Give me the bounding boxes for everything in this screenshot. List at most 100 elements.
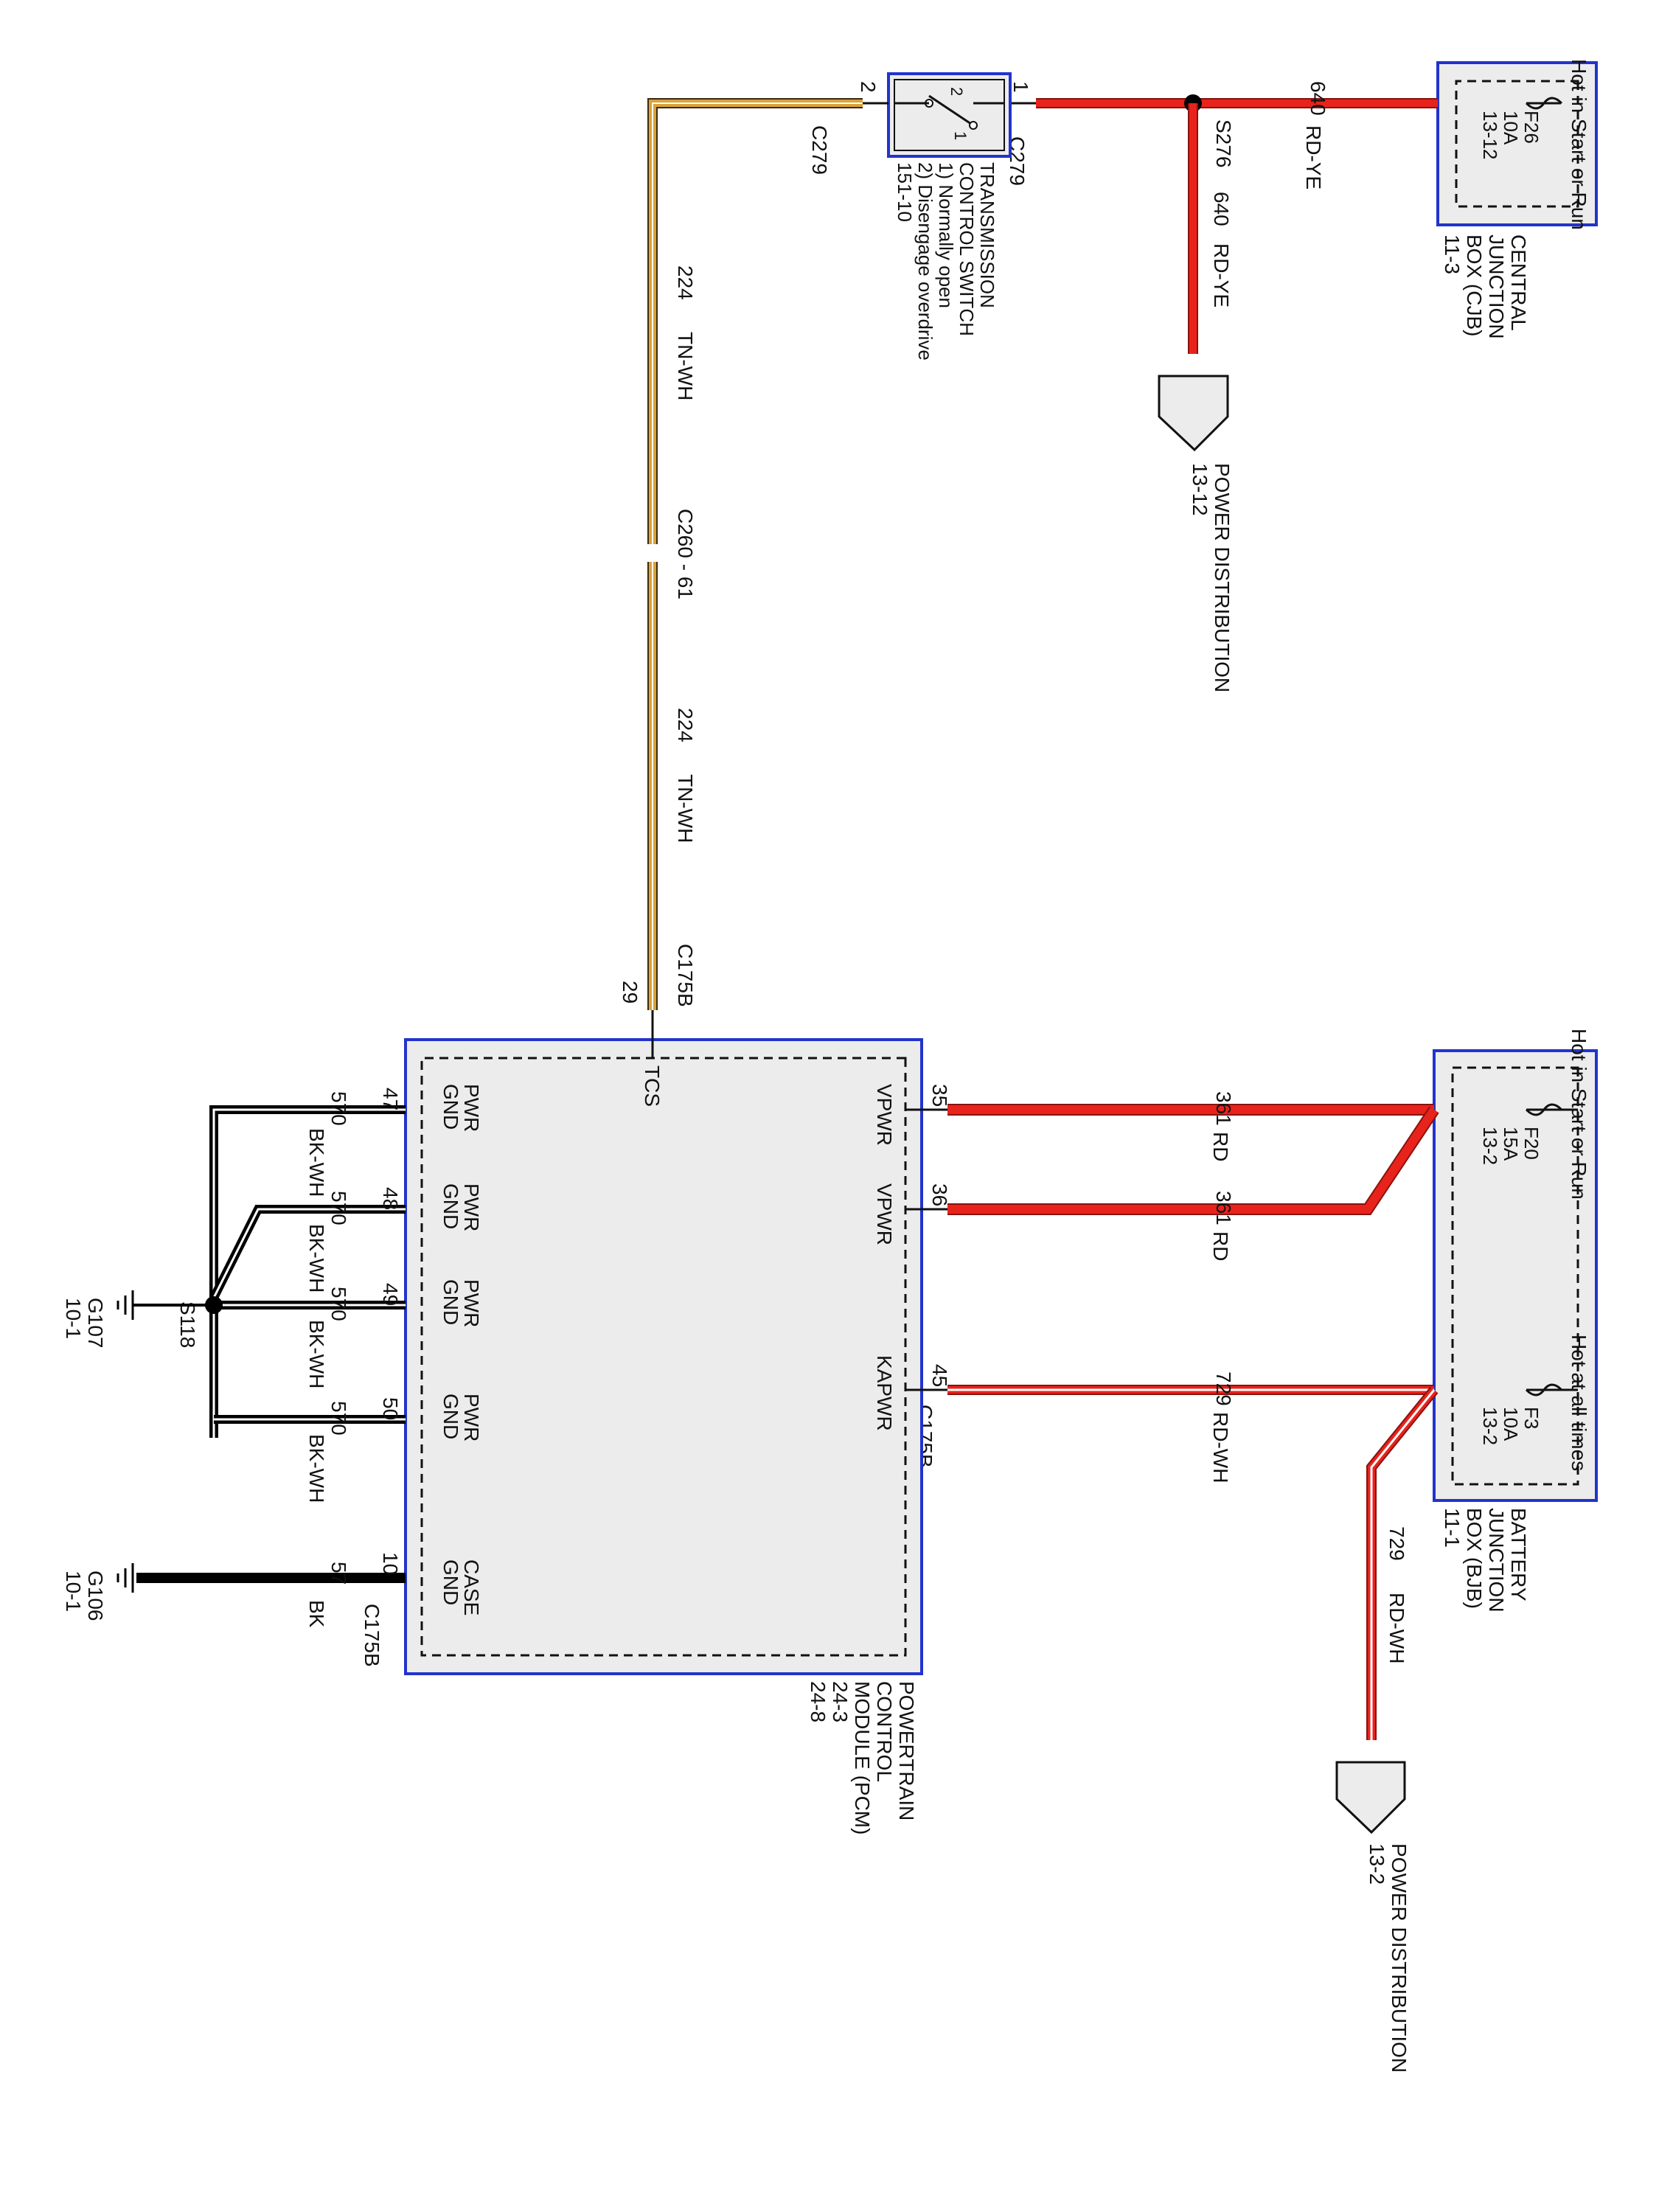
pcm-pin-29-name: TCS <box>641 1065 664 1107</box>
trans-switch-label-1: TRANSMISSION <box>976 162 998 308</box>
c175b-bottom-label: C175B <box>361 1604 383 1667</box>
wire-640-top-color: RD-YE <box>1302 125 1325 189</box>
bjb-inner-dashed <box>1451 1066 1579 1486</box>
trans-switch-label-2: CONTROL SWITCH <box>956 162 978 336</box>
bjb-label-2: JUNCTION <box>1485 1508 1508 1613</box>
wire-640-top: 640 RD-YE <box>1036 81 1438 189</box>
cjb-fuse-id: F26 <box>1520 111 1543 144</box>
bjb-f3-id: F3 <box>1520 1407 1543 1429</box>
pcm-module: TCS VPWR VPWR KAPWR PWR GND PWR GND PWR … <box>404 1010 947 1834</box>
bjb-f20-ref: 13-2 <box>1479 1127 1501 1165</box>
pcm-pin-35-num: 35 <box>928 1084 951 1107</box>
wire-224-upper-circuit: 224 <box>674 265 697 300</box>
pcm-pin-48-num: 48 <box>379 1187 402 1210</box>
wire-729-main: 729 RD-WH <box>947 1371 1434 1483</box>
trans-switch-label-4: 2) Disengage overdrive <box>914 162 936 361</box>
bjb-f20-amps: 15A <box>1500 1127 1522 1161</box>
wire-224: 224 TN-WH 224 TN-WH <box>647 98 863 1010</box>
pcm-label-5: 24-8 <box>807 1681 830 1722</box>
cjb-power-note: Hot in Start or Run <box>1568 59 1590 230</box>
wire-361-b-circuit: 361 <box>1212 1191 1235 1225</box>
power-distribution-bottom-arrow <box>1335 1761 1406 1834</box>
pcm-pin-49-name-1: PWR <box>460 1279 483 1327</box>
cjb-label-2: JUNCTION <box>1485 234 1508 339</box>
cjb-fuse-amps: 10A <box>1500 111 1522 145</box>
pcm-inner-dashed <box>420 1057 907 1657</box>
c279-left-label: C279 <box>808 125 831 175</box>
wire-729-main-color: RD-WH <box>1209 1412 1232 1483</box>
pcm-label-3: MODULE (PCM) <box>851 1681 874 1834</box>
trans-switch-inner <box>894 79 1005 151</box>
g106-id: G106 <box>84 1571 107 1621</box>
cjb-inner-dashed <box>1455 80 1579 208</box>
c279-pin2-num: 2 <box>857 81 880 93</box>
cjb-label-1: CENTRAL <box>1507 234 1530 331</box>
cjb-group: Hot in Start or Run F26 10A 13-12 CENTRA… <box>1436 59 1598 339</box>
wire-361-a-color: RD <box>1209 1132 1232 1161</box>
wire-640-branch-color: RD-YE <box>1210 243 1233 307</box>
wire-729-branch-outline <box>1366 1386 1439 1740</box>
g107-id: G107 <box>84 1298 107 1349</box>
wire-57-circuit: 57 <box>327 1562 350 1585</box>
cjb-fuse-symbol <box>1525 97 1563 110</box>
wire-729-branch-circuit: 729 <box>1385 1526 1408 1561</box>
wire-729-main-circuit: 729 <box>1212 1371 1235 1406</box>
bjb-power-note-all-times: Hot at all times <box>1568 1335 1590 1471</box>
g107-ref: 10-1 <box>62 1298 85 1339</box>
wire-361-b: 361 RD <box>947 1106 1439 1261</box>
wire-361-a-circuit: 361 <box>1212 1091 1235 1126</box>
power-distribution-bottom: POWER DISTRIBUTION 13-2 <box>1335 1761 1411 2073</box>
trans-switch-pin-1: 1 <box>951 131 970 140</box>
pcm-pin-36-num: 36 <box>928 1183 951 1206</box>
splice-s276-label: S276 <box>1212 119 1235 167</box>
pcm-pin-45-num: 45 <box>928 1364 951 1387</box>
pcm-pin-50-name-1: PWR <box>460 1394 483 1441</box>
wire-570-pin49-circuit: 570 <box>327 1287 350 1321</box>
c279-pin1-num: 1 <box>1009 81 1032 93</box>
cjb-fuse-ref: 13-12 <box>1479 111 1501 160</box>
bjb-box <box>1433 1049 1598 1502</box>
bjb-group: Hot in Start or Run Hot at all times F20… <box>1433 1029 1598 1613</box>
pcm-pin-10-name-2: GND <box>439 1559 462 1605</box>
power-distribution-top: POWER DISTRIBUTION 13-12 <box>1158 375 1234 692</box>
g106-ref: 10-1 <box>62 1571 85 1612</box>
wire-570-pin50-circuit: 570 <box>327 1401 350 1436</box>
bjb-power-note-start-run: Hot in Start or Run <box>1568 1029 1590 1200</box>
wire-570-pin49-color: BK-WH <box>305 1320 328 1388</box>
pcm-pin-10-name-1: CASE <box>460 1559 483 1615</box>
pcm-pin-48-name-1: PWR <box>460 1183 483 1231</box>
pcm-box <box>404 1038 923 1675</box>
trans-switch-pin-2: 2 <box>947 87 966 96</box>
power-distribution-top-arrow <box>1158 375 1229 452</box>
pcm-pin-47-num: 47 <box>379 1088 402 1110</box>
trans-switch-box <box>887 72 1012 158</box>
wire-640-top-circuit: 640 <box>1307 81 1329 116</box>
pcm-pin-49-num: 49 <box>379 1283 402 1306</box>
pcm-pin-48-name-2: GND <box>439 1183 462 1229</box>
pcm-label-4: 24-3 <box>829 1681 852 1722</box>
power-distribution-bottom-ref: 13-2 <box>1366 1843 1388 1885</box>
splice-s118-label: S118 <box>176 1301 199 1348</box>
trans-switch-contact-1 <box>969 121 978 130</box>
pcm-pin-47-name-2: GND <box>439 1084 462 1130</box>
wire-729-branch: 729 RD-WH <box>1366 1386 1439 1740</box>
wire-570-pin47-color: BK-WH <box>305 1128 328 1197</box>
transmission-control-switch: 1 2 TRANSMISSION CONTROL SWITCH 1) Norma… <box>887 72 1012 361</box>
bjb-f20-symbol <box>1525 1103 1563 1116</box>
wire-224-lower-circuit: 224 <box>674 708 697 742</box>
wire-570-pin47-circuit: 570 <box>327 1091 350 1126</box>
pcm-pin-35-name: VPWR <box>873 1084 896 1146</box>
wire-570-pin48-color: BK-WH <box>305 1224 328 1293</box>
wire-640-branch-circuit: 640 <box>1210 192 1233 226</box>
wire-224-lower-color: TN-WH <box>674 774 697 843</box>
wire-361-b-outline <box>947 1106 1439 1215</box>
bjb-label-4: 11-1 <box>1441 1508 1464 1548</box>
pcm-label-2: CONTROL <box>873 1681 896 1782</box>
wire-729-branch-color: RD-WH <box>1385 1593 1408 1663</box>
pcm-pin-29-num: 29 <box>619 981 641 1004</box>
pcm-pin-50-name-2: GND <box>439 1394 462 1439</box>
wire-224-tracer <box>652 102 863 1010</box>
bjb-label-1: BATTERY <box>1507 1508 1530 1601</box>
